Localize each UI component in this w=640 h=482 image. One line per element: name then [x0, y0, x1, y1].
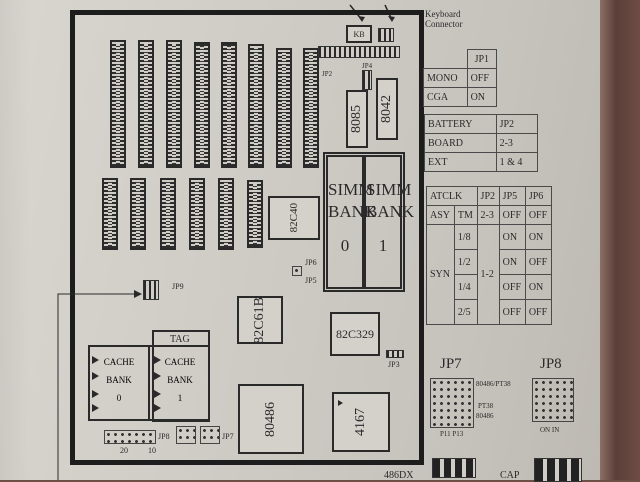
simm-banks-frame [323, 152, 405, 292]
jp4-label: JP4 [362, 62, 373, 70]
pin1-marker [92, 356, 99, 364]
jp7-note-a: 80486/PT38 [476, 380, 511, 388]
jp-header-small [378, 28, 394, 42]
expansion-slot-extension [189, 178, 205, 250]
keyboard-connector-label: Keyboard Connector [425, 9, 463, 29]
cap-label: CAP [500, 470, 520, 481]
jp8-small-label: JP8 [158, 432, 170, 441]
chip-82c40: 82C40 [268, 196, 320, 240]
chip-80486: 80486 [238, 384, 304, 454]
pin-10-label: 10 [148, 446, 156, 455]
jp8-pin-diagram [532, 378, 574, 422]
cache-banks-frame [88, 345, 210, 421]
pin1-marker [154, 390, 161, 398]
jp4-header [362, 70, 372, 90]
table-surface [600, 0, 640, 480]
chip-8085: 8085 [346, 90, 368, 148]
expansion-slot-extension [102, 178, 118, 250]
keyboard-label-line1: Keyboard [425, 9, 461, 19]
jp8-note: ON IN [540, 426, 560, 434]
jp8-title: JP8 [540, 356, 562, 372]
jp-small-pins [292, 266, 302, 276]
chip-82c61b: 82C61B [237, 296, 283, 344]
clock-jumper-table: ATCLK JP2 JP5 JP6 ASY TM 2-3 OFF OFF SYN… [426, 186, 553, 325]
jp7-small-label: JP7 [222, 432, 234, 441]
expansion-slot [303, 48, 319, 168]
pin1-marker [154, 372, 161, 380]
header-20-pin [104, 430, 156, 444]
expansion-slot-extension [130, 178, 146, 250]
expansion-slot [276, 48, 292, 168]
chip-8042: 8042 [376, 78, 398, 140]
jp6-label: JP6 [305, 258, 317, 267]
expansion-slot [194, 42, 210, 168]
expansion-slot [221, 42, 237, 168]
pin1-marker [154, 356, 161, 364]
jp8-header [176, 426, 196, 444]
expansion-slot-extension [160, 178, 176, 250]
keyboard-connector: KB [346, 25, 372, 43]
expansion-slot [110, 40, 126, 168]
p11-p13-label: P11 P13 [440, 430, 464, 438]
tag-label: TAG [170, 334, 190, 345]
pin1-marker [338, 400, 343, 406]
pointer-line [57, 290, 142, 480]
expansion-slot [166, 40, 182, 168]
model-label: 486DX [384, 470, 414, 481]
jp7-header [200, 426, 220, 444]
jp9-header [143, 280, 159, 300]
pin1-marker [154, 404, 161, 412]
jp3-header [386, 350, 404, 358]
pin1-marker [92, 404, 99, 412]
jp7-note-b: PT38 [478, 402, 494, 410]
bottom-connector-right [534, 458, 582, 482]
bottom-connector-left [432, 458, 476, 478]
pin-20-label: 20 [120, 446, 128, 455]
expansion-slot [248, 44, 264, 168]
jp7-note-c: 80486 [476, 412, 494, 420]
jp7-pin-diagram [430, 378, 474, 428]
jp9-label: JP9 [172, 282, 184, 291]
jp2-small-label: JP2 [322, 70, 333, 78]
jp5-label: JP5 [305, 276, 317, 285]
pin1-marker [92, 372, 99, 380]
expansion-slot [138, 40, 154, 168]
motherboard-outline [70, 10, 424, 465]
pin1-marker [92, 390, 99, 398]
expansion-slot-extension [218, 178, 234, 250]
jp3-label: JP3 [388, 360, 400, 369]
keyboard-label-line2: Connector [425, 19, 463, 29]
expansion-slot-extension [247, 180, 263, 248]
paper-shadow [0, 0, 30, 480]
jp7-title: JP7 [440, 356, 462, 372]
keyboard-bios-header [318, 46, 400, 58]
chip-82c329: 82C329 [330, 312, 380, 356]
